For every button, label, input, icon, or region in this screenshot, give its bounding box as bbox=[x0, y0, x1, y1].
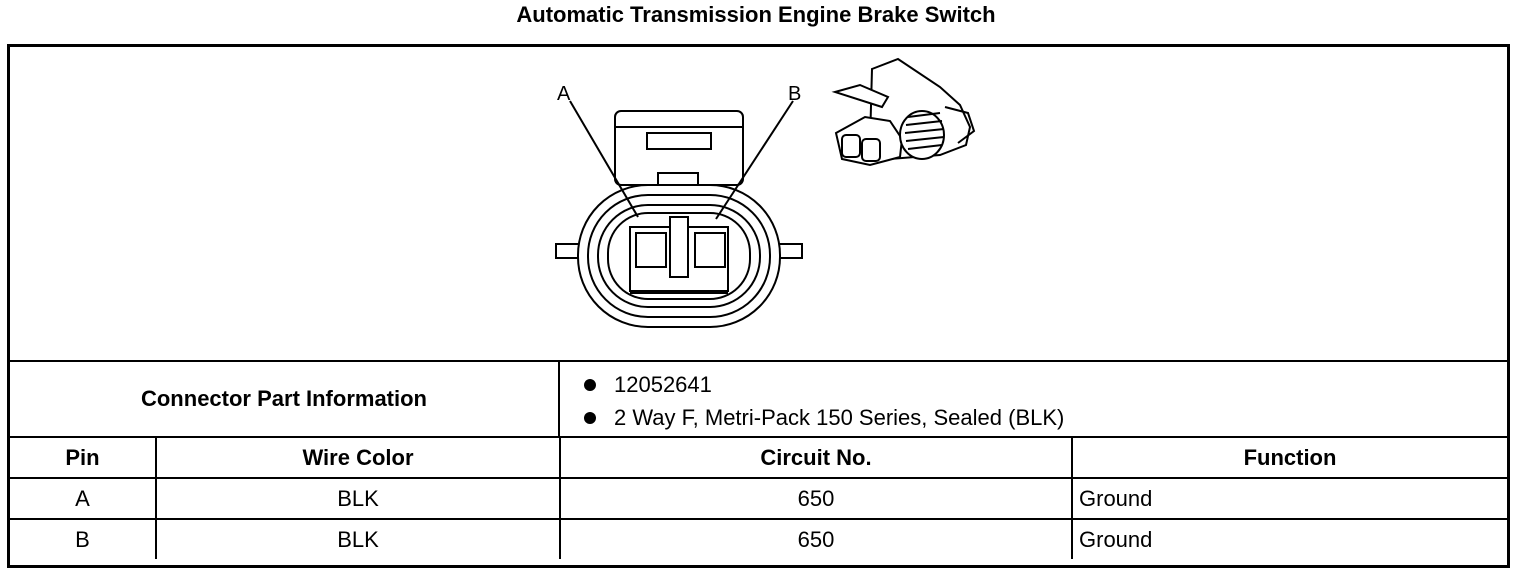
table-row: B BLK 650 Ground bbox=[10, 518, 1507, 559]
cell-function: Ground bbox=[1071, 518, 1507, 559]
cavity-a bbox=[635, 232, 667, 268]
list-item: 12052641 bbox=[570, 368, 1064, 401]
pin-table: Pin Wire Color Circuit No. Function A BL… bbox=[10, 438, 1507, 559]
pin-a-leader bbox=[569, 100, 639, 218]
cell-circuit-no: 650 bbox=[559, 518, 1073, 559]
connector-info-label: Connector Part Information bbox=[10, 362, 560, 436]
list-item: 2 Way F, Metri-Pack 150 Series, Sealed (… bbox=[570, 401, 1064, 434]
cell-function: Ground bbox=[1071, 477, 1507, 520]
cell-circuit-no: 650 bbox=[559, 477, 1073, 520]
bullet-icon bbox=[584, 411, 596, 424]
connector-isometric-view bbox=[831, 57, 976, 167]
header-function: Function bbox=[1071, 438, 1507, 479]
part-number: 12052641 bbox=[614, 371, 712, 397]
connector-sheet: A B Connector Part Information 12052641 bbox=[7, 44, 1510, 568]
connector-part-info: Connector Part Information 12052641 2 Wa… bbox=[10, 362, 1507, 438]
cell-pin: A bbox=[10, 477, 157, 520]
cell-wire-color: BLK bbox=[155, 477, 561, 520]
header-wire-color: Wire Color bbox=[155, 438, 561, 479]
header-pin: Pin bbox=[10, 438, 157, 479]
polarization-key bbox=[669, 216, 689, 278]
cell-wire-color: BLK bbox=[155, 518, 561, 559]
page-title: Automatic Transmission Engine Brake Swit… bbox=[516, 2, 996, 27]
table-header-row: Pin Wire Color Circuit No. Function bbox=[10, 438, 1507, 479]
connector-seal-ring bbox=[587, 194, 771, 318]
connector-face bbox=[607, 212, 751, 300]
connector-diagram: A B bbox=[10, 47, 1507, 362]
cell-pin: B bbox=[10, 518, 157, 559]
pin-b-label: B bbox=[788, 83, 801, 105]
connector-info-list: 12052641 2 Way F, Metri-Pack 150 Series,… bbox=[570, 368, 1064, 434]
latch-slot bbox=[646, 132, 712, 150]
pin-a-label: A bbox=[557, 83, 571, 105]
cavity-b bbox=[694, 232, 726, 268]
bullet-icon bbox=[584, 378, 596, 391]
header-circuit-no: Circuit No. bbox=[559, 438, 1073, 479]
connector-drawing: A B bbox=[555, 57, 976, 328]
pin-b-leader bbox=[715, 100, 794, 220]
table-row: A BLK 650 Ground bbox=[10, 477, 1507, 520]
connector-description: 2 Way F, Metri-Pack 150 Series, Sealed (… bbox=[614, 404, 1065, 430]
connector-inner-ring bbox=[597, 204, 761, 308]
